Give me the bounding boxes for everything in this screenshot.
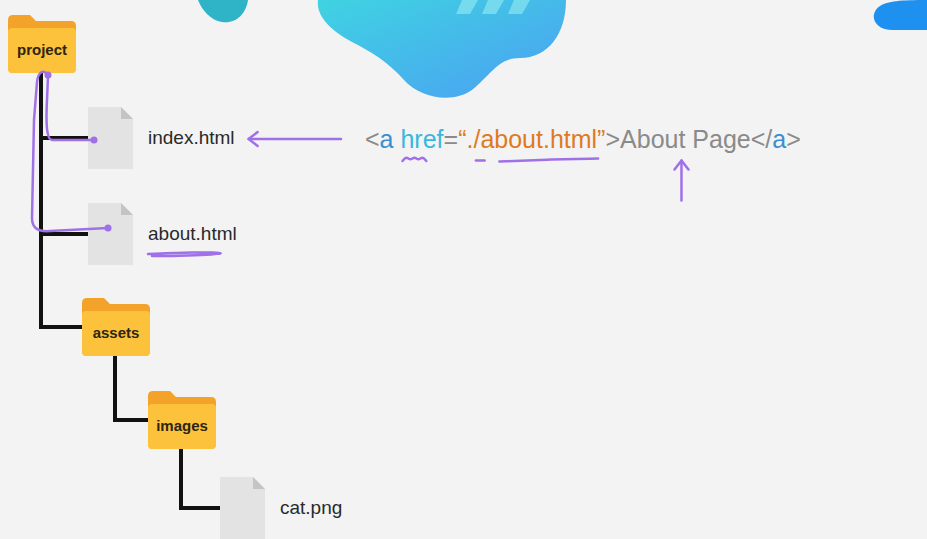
tree-line xyxy=(181,449,220,508)
file-icon xyxy=(220,477,265,539)
folder-node: project xyxy=(8,15,76,73)
file-sheet xyxy=(220,477,265,539)
attr-name: href xyxy=(400,125,443,153)
tag-bracket: </ xyxy=(751,125,773,153)
folder-front xyxy=(82,311,150,356)
file-name: cat.png xyxy=(280,497,342,519)
tree-line xyxy=(41,73,82,327)
name-underline xyxy=(148,252,221,256)
tree-line xyxy=(115,356,148,420)
file-node: about.html xyxy=(88,203,237,265)
dash-underline xyxy=(476,159,485,162)
tag-bracket: < xyxy=(365,125,380,153)
up-arrow-head xyxy=(674,161,688,170)
folder-back xyxy=(82,298,150,356)
file-node: index.html xyxy=(88,107,235,169)
tag-bracket: > xyxy=(605,125,620,153)
tag-bracket: > xyxy=(786,125,801,153)
folder-front xyxy=(148,404,216,449)
folder-label: project xyxy=(8,41,76,58)
file-node: cat.png xyxy=(220,477,342,539)
tree-line xyxy=(41,73,88,138)
folder-node: assets xyxy=(82,298,150,356)
attr-equals: = xyxy=(444,125,459,153)
code-space xyxy=(394,125,401,153)
folder-label: images xyxy=(148,417,216,434)
file-fold xyxy=(121,203,133,215)
code-snippet: <a href=“./about.html”>About Page</a> xyxy=(365,125,801,154)
file-fold xyxy=(121,107,133,119)
pointer-arrow-head xyxy=(249,132,258,146)
blob-main xyxy=(318,0,566,98)
tag-name: a xyxy=(380,125,394,153)
link-text: About Page xyxy=(620,125,751,153)
folder-front xyxy=(8,28,76,73)
file-icon xyxy=(88,203,133,265)
corner-shape xyxy=(874,0,927,30)
squiggle-underline xyxy=(402,158,426,161)
file-name: index.html xyxy=(148,127,235,149)
folder-node: images xyxy=(148,391,216,449)
attr-value: “./about.html” xyxy=(458,125,605,153)
folder-back xyxy=(8,15,76,73)
file-fold xyxy=(253,477,265,489)
folder-back xyxy=(148,391,216,449)
tag-name: a xyxy=(772,125,786,153)
file-name: about.html xyxy=(148,223,237,245)
tree-line xyxy=(41,73,88,234)
value-underline xyxy=(499,159,598,162)
blob-small xyxy=(198,0,248,22)
file-sheet xyxy=(88,203,133,265)
file-icon xyxy=(88,107,133,169)
folder-label: assets xyxy=(82,324,150,341)
blob-stripe xyxy=(456,0,530,14)
pointer-arrow xyxy=(249,138,341,141)
file-sheet xyxy=(88,107,133,169)
up-arrow xyxy=(680,161,683,201)
